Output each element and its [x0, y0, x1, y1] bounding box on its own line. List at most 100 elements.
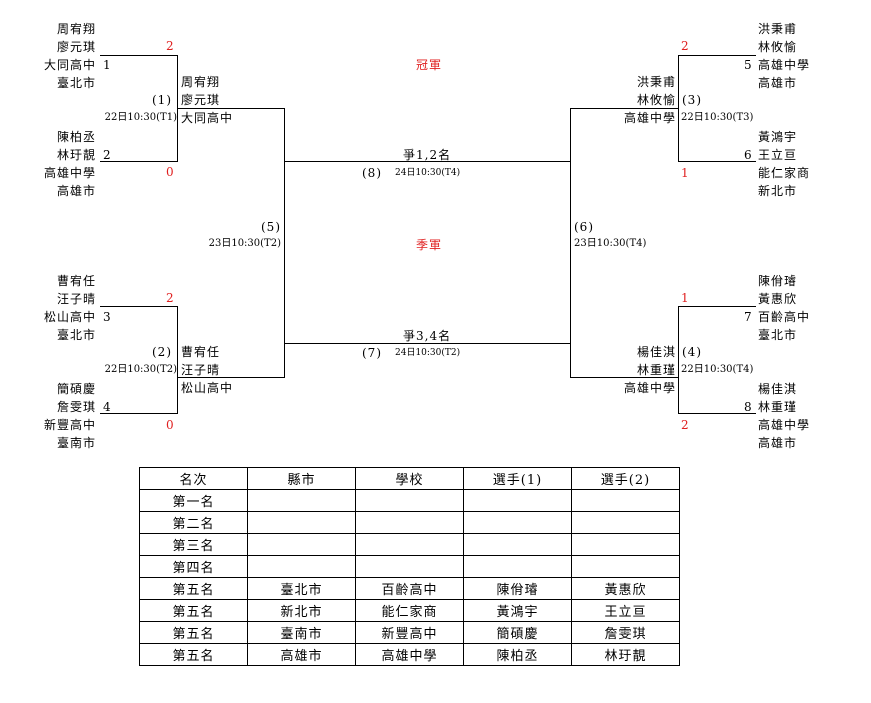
- cell-player1: 黃鴻宇: [463, 599, 572, 622]
- player8-city: 高雄市: [758, 436, 798, 450]
- player7-name2: 黃惠欣: [758, 292, 798, 306]
- player7-city: 臺北市: [758, 328, 798, 342]
- player2-seed: 2: [103, 148, 112, 162]
- match3-label: (3): [682, 93, 702, 107]
- match2-label: (2): [152, 345, 172, 359]
- player5-name2: 林攸愉: [758, 40, 798, 54]
- player6-seed: 6: [744, 148, 753, 162]
- table-row: 第三名: [139, 533, 680, 556]
- player8-school: 高雄中學: [758, 418, 811, 432]
- match8-time: 24日10:30(T4): [395, 168, 461, 178]
- match4-winner-name2: 林重瑾: [636, 363, 676, 377]
- match7-time: 24日10:30(T2): [395, 348, 461, 358]
- player6-city: 新北市: [758, 184, 798, 198]
- player1-seed: 1: [103, 58, 112, 72]
- match8-label: (8): [362, 166, 382, 180]
- cell-player1: [463, 555, 572, 578]
- player3-city: 臺北市: [56, 328, 96, 342]
- match3-time: 22日10:30(T3): [681, 112, 754, 123]
- player6-score: 1: [681, 166, 690, 180]
- player8-name2: 林重瑾: [758, 400, 798, 414]
- table-row: 第一名: [139, 489, 680, 512]
- table-row: 第二名: [139, 511, 680, 534]
- match1-time: 22日10:30(T1): [104, 112, 177, 123]
- player4-name1: 簡碩慶: [56, 382, 96, 396]
- cell-player1: 陳佾璿: [463, 577, 572, 600]
- match8-title: 爭1,2名: [403, 148, 452, 162]
- match1-winner-name1: 周宥翔: [181, 75, 221, 89]
- cell-school: 高雄中學: [355, 643, 464, 666]
- match7-title: 爭3,4名: [403, 329, 452, 343]
- player5-seed: 5: [744, 58, 753, 72]
- cell-player1: [463, 511, 572, 534]
- match2-winner-name1: 曹宥任: [181, 345, 221, 359]
- ranking-table: 名次 縣市 學校 選手(1) 選手(2) 第一名 第二名 第三名: [139, 467, 680, 666]
- match3-winner-name2: 林攸愉: [636, 93, 676, 107]
- cell-rank: 第二名: [139, 511, 248, 534]
- match2-winner-school: 松山高中: [181, 381, 234, 395]
- cell-player2: 黃惠欣: [571, 577, 680, 600]
- table-row: 第五名 新北市 能仁家商 黃鴻宇 王立亘: [139, 599, 680, 622]
- cell-school: 能仁家商: [355, 599, 464, 622]
- player7-name1: 陳佾璿: [758, 274, 798, 288]
- player3-score: 2: [166, 291, 175, 305]
- cell-rank: 第三名: [139, 533, 248, 556]
- player2-city: 高雄市: [56, 184, 96, 198]
- player3-seed: 3: [103, 310, 112, 324]
- header-school: 學校: [355, 467, 464, 490]
- table-header-row: 名次 縣市 學校 選手(1) 選手(2): [139, 467, 680, 490]
- cell-player1: [463, 489, 572, 512]
- match3-winner-name1: 洪秉甫: [636, 75, 676, 89]
- cell-school: [355, 489, 464, 512]
- match7-label: (7): [362, 346, 382, 360]
- player6-name1: 黃鴻宇: [758, 130, 798, 144]
- player2-name1: 陳柏丞: [56, 130, 96, 144]
- cell-city: 新北市: [247, 599, 356, 622]
- player1-city: 臺北市: [56, 76, 96, 90]
- cell-player2: [571, 555, 680, 578]
- cell-player1: 陳柏丞: [463, 643, 572, 666]
- cell-player2: [571, 533, 680, 556]
- player5-score: 2: [681, 39, 690, 53]
- final-title: 冠軍: [416, 58, 443, 72]
- match6-label: (6): [574, 220, 594, 234]
- player3-name1: 曹宥任: [56, 274, 96, 288]
- cell-school: [355, 555, 464, 578]
- player1-name1: 周宥翔: [56, 22, 96, 36]
- player2-score: 0: [166, 165, 175, 179]
- player4-score: 0: [166, 418, 175, 432]
- cell-city: [247, 511, 356, 534]
- cell-school: 百齡高中: [355, 577, 464, 600]
- match4-winner-school: 高雄中學: [623, 381, 676, 395]
- table-row: 第五名 高雄市 高雄中學 陳柏丞 林玗靚: [139, 643, 680, 666]
- header-player1: 選手(1): [463, 467, 572, 490]
- player2-school: 高雄中學: [43, 166, 96, 180]
- header-rank: 名次: [139, 467, 248, 490]
- cell-city: 高雄市: [247, 643, 356, 666]
- cell-city: [247, 533, 356, 556]
- cell-player2: [571, 489, 680, 512]
- match5-time: 23日10:30(T2): [208, 238, 281, 249]
- player7-seed: 7: [744, 310, 753, 324]
- player7-school: 百齡高中: [758, 310, 811, 324]
- table-row: 第四名: [139, 555, 680, 578]
- player6-name2: 王立亘: [758, 148, 798, 162]
- match2-time: 22日10:30(T2): [104, 364, 177, 375]
- cell-rank: 第五名: [139, 599, 248, 622]
- match1-winner-name2: 廖元琪: [181, 93, 221, 107]
- cell-city: 臺北市: [247, 577, 356, 600]
- table-row: 第五名 臺南市 新豐高中 簡碩慶 詹雯琪: [139, 621, 680, 644]
- cell-player1: [463, 533, 572, 556]
- header-player2: 選手(2): [571, 467, 680, 490]
- match1-winner-school: 大同高中: [181, 111, 234, 125]
- player1-score: 2: [166, 39, 175, 53]
- match4-winner-name1: 楊佳淇: [636, 345, 676, 359]
- cell-player2: 詹雯琪: [571, 621, 680, 644]
- cell-rank: 第五名: [139, 577, 248, 600]
- table-row: 第五名 臺北市 百齡高中 陳佾璿 黃惠欣: [139, 577, 680, 600]
- cell-school: [355, 533, 464, 556]
- player1-school: 大同高中: [43, 58, 96, 72]
- player5-name1: 洪秉甫: [758, 22, 798, 36]
- player8-score: 2: [681, 418, 690, 432]
- cell-rank: 第一名: [139, 489, 248, 512]
